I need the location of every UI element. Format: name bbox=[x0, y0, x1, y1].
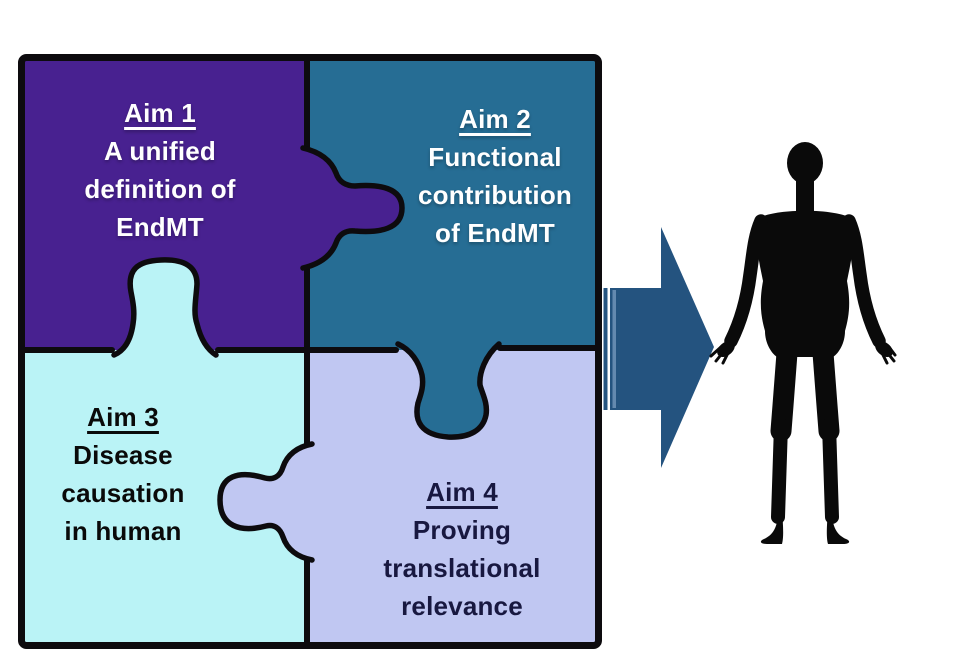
silhouette-right-calf bbox=[822, 418, 839, 524]
silhouette-neck bbox=[796, 177, 814, 215]
aim-4-line-1: Proving bbox=[412, 515, 512, 545]
aim-2-line-1: Functional bbox=[428, 142, 562, 172]
aim-4-label-block: Aim 4 Proving translational relevance bbox=[342, 473, 582, 625]
silhouette-left-calf bbox=[771, 418, 788, 524]
aim-2-tab bbox=[395, 341, 502, 440]
aim-1-line-3: EndMT bbox=[116, 212, 204, 242]
aim-3-tab bbox=[111, 257, 219, 358]
silhouette-torso bbox=[756, 210, 854, 331]
puzzle-frame bbox=[18, 54, 602, 649]
aim-3-title: Aim 3 bbox=[87, 402, 159, 432]
silhouette-head bbox=[787, 142, 823, 184]
aim-2-line-2: contribution bbox=[417, 180, 573, 210]
aim-3-line-3: in human bbox=[64, 516, 182, 546]
aim-1-tab bbox=[300, 145, 405, 271]
silhouette-right-foot bbox=[826, 511, 850, 544]
aim-1-line-1: A unified bbox=[103, 136, 217, 166]
aim-2-line-3: of EndMT bbox=[434, 218, 555, 248]
arrow-body bbox=[610, 227, 714, 468]
aim-1-line-2: definition of bbox=[84, 174, 236, 204]
arrow-tail-stripe bbox=[603, 288, 608, 410]
aim-4-tab bbox=[217, 441, 315, 563]
aim-3-line-2: causation bbox=[61, 478, 185, 508]
silhouette-right-arm bbox=[842, 214, 886, 348]
aim-1-title: Aim 1 bbox=[124, 98, 196, 128]
aim-1-label-block: Aim 1 A unified definition of EndMT bbox=[30, 94, 290, 246]
aim-2-label-block: Aim 2 Functional contribution of EndMT bbox=[365, 100, 625, 252]
silhouette-fingers bbox=[709, 345, 897, 365]
right-arrow bbox=[603, 227, 714, 468]
human-silhouette bbox=[709, 142, 897, 544]
aim-3-line-1: Disease bbox=[73, 440, 173, 470]
aim-4-line-3: relevance bbox=[401, 591, 523, 621]
aim-3-label-block: Aim 3 Disease causation in human bbox=[23, 398, 223, 550]
aim-4-title: Aim 4 bbox=[426, 477, 498, 507]
arrow-highlight bbox=[612, 290, 616, 408]
aim-4-line-2: translational bbox=[383, 553, 541, 583]
silhouette-left-arm bbox=[724, 214, 768, 348]
aim-2-title: Aim 2 bbox=[459, 104, 531, 134]
silhouette-left-foot bbox=[760, 511, 784, 544]
puzzle-dividers bbox=[18, 54, 601, 648]
